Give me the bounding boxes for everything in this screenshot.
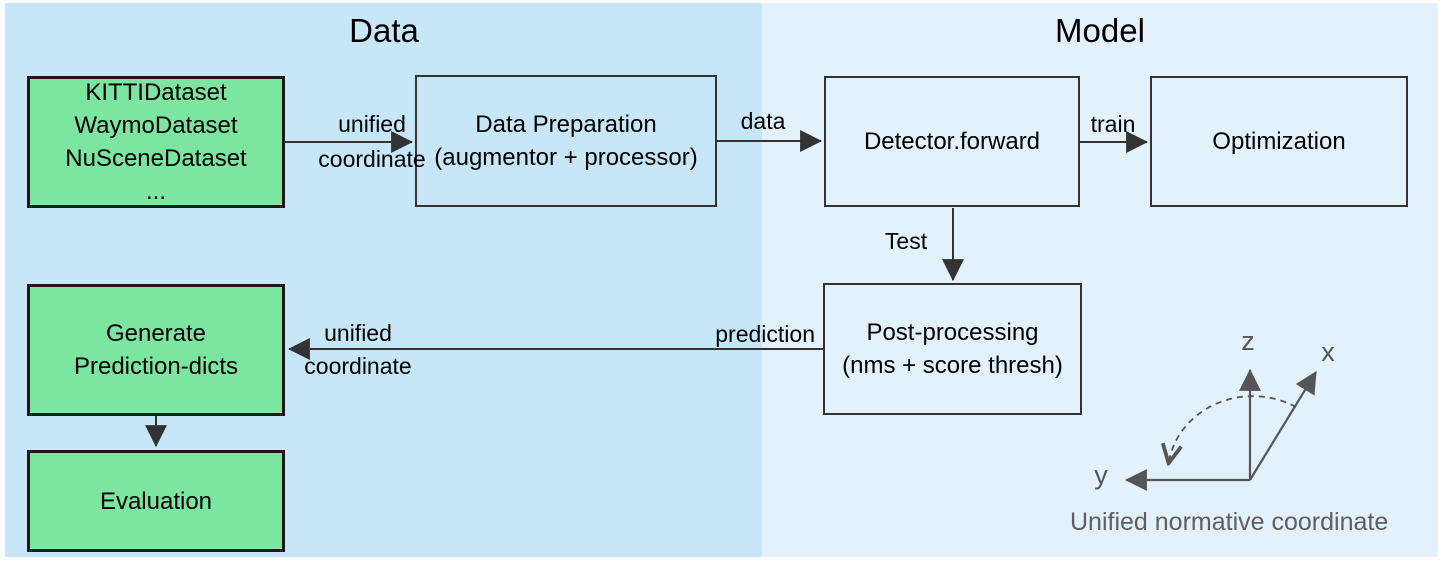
datasets-line: KITTIDataset	[85, 79, 227, 106]
generate-prediction-dicts-box: Generate Prediction-dicts	[27, 284, 285, 416]
edge-label-data: data	[740, 108, 786, 134]
data-section-title: Data	[349, 12, 419, 49]
data-preparation-line: (augmentor + processor)	[434, 144, 698, 171]
generate-prediction-dicts-line: Prediction-dicts	[73, 353, 239, 380]
optimization-box: Optimization	[1150, 76, 1408, 207]
detector-forward-line: Detector.forward	[863, 128, 1041, 155]
model-section-title: Model	[1055, 12, 1145, 49]
edge-label-train: train	[1090, 111, 1136, 137]
edge-label-unified-top: unified	[338, 111, 406, 137]
detector-forward-box: Detector.forward	[824, 76, 1080, 207]
datasets-line: ...	[145, 178, 166, 205]
post-processing-box: Post-processing (nms + score thresh)	[823, 283, 1082, 415]
post-processing-line: Post-processing	[866, 319, 1039, 346]
coordinate-caption: Unified normative coordinate	[1070, 508, 1389, 536]
data-preparation-box: Data Preparation (augmentor + processor)	[415, 75, 717, 207]
evaluation-box: Evaluation	[27, 450, 285, 552]
model-section-panel	[762, 3, 1438, 557]
edge-label-coordinate-bottom: coordinate	[304, 353, 412, 379]
optimization-line: Optimization	[1212, 128, 1346, 155]
edge-label-coordinate-top: coordinate	[318, 146, 426, 172]
x-axis-label: x	[1321, 337, 1335, 367]
datasets-box: KITTIDataset WaymoDataset NuSceneDataset…	[27, 76, 285, 208]
generate-prediction-dicts-line: Generate	[105, 320, 207, 347]
datasets-line: NuSceneDataset	[65, 145, 247, 172]
edge-label-test: Test	[884, 228, 928, 254]
datasets-line: WaymoDataset	[74, 112, 238, 139]
data-preparation-line: Data Preparation	[475, 111, 657, 138]
y-axis-label: y	[1094, 460, 1108, 490]
edge-label-unified-bottom: unified	[324, 320, 392, 346]
z-axis-label: z	[1241, 326, 1255, 356]
evaluation-line: Evaluation	[99, 487, 213, 515]
edge-label-prediction: prediction	[715, 321, 815, 347]
post-processing-line: (nms + score thresh)	[842, 352, 1063, 379]
